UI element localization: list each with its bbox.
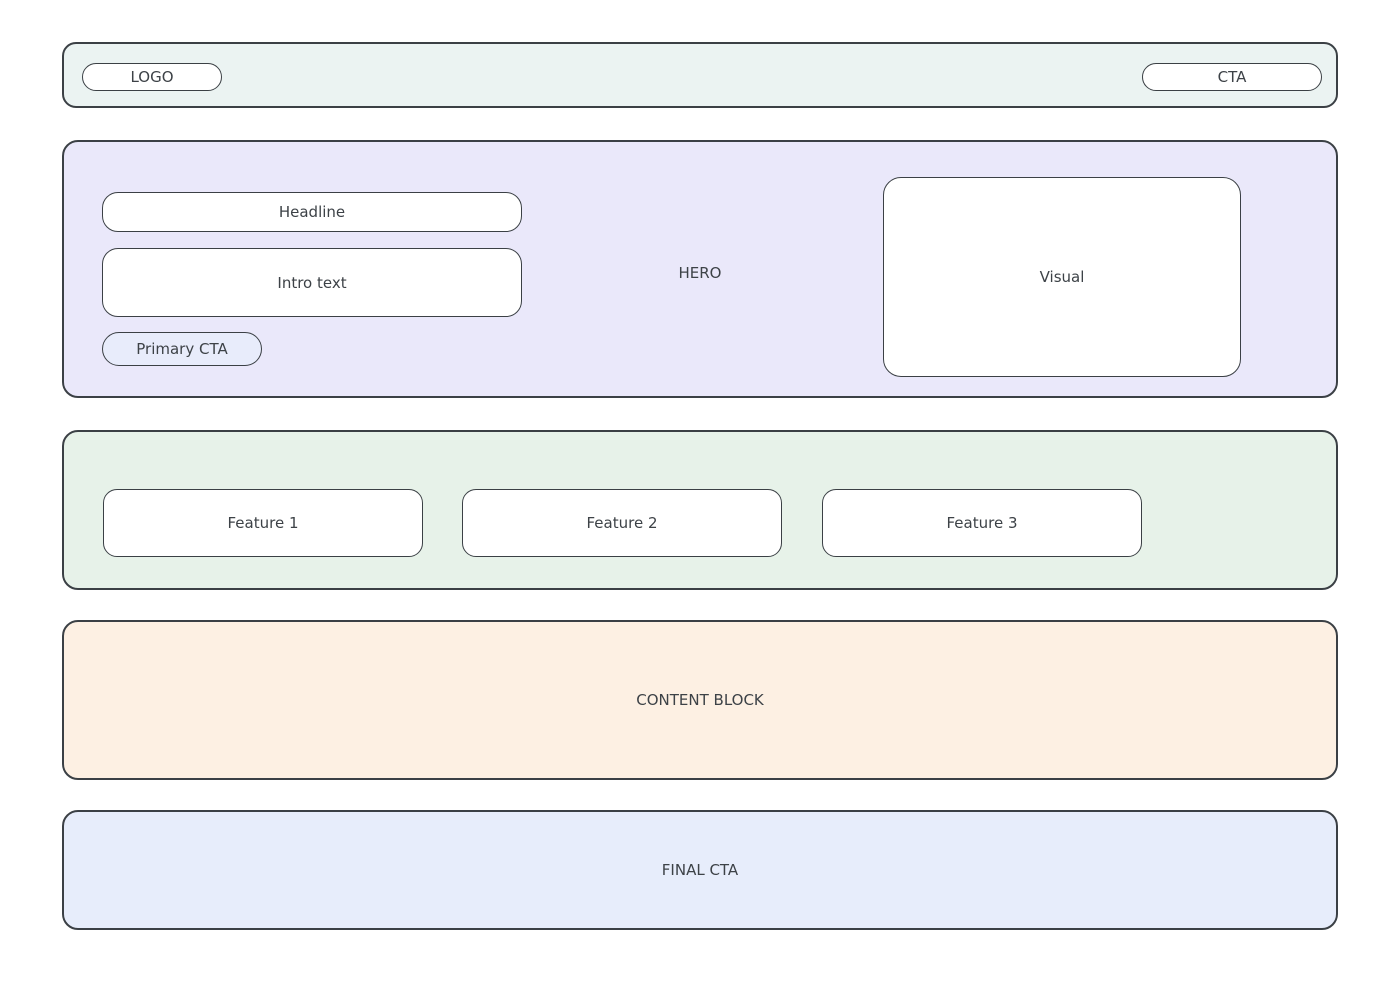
content-block-section: CONTENT BLOCK bbox=[62, 620, 1338, 780]
features-section: Feature 1 Feature 2 Feature 3 bbox=[62, 430, 1338, 590]
feature-1-label: Feature 1 bbox=[227, 514, 299, 532]
intro-text-label: Intro text bbox=[277, 273, 347, 292]
final-cta-label: FINAL CTA bbox=[661, 861, 739, 879]
primary-cta-label: Primary CTA bbox=[136, 340, 228, 358]
hero-section: Headline Intro text Primary CTA HERO Vis… bbox=[62, 140, 1338, 398]
feature-2-label: Feature 2 bbox=[586, 514, 658, 532]
primary-cta-button[interactable]: Primary CTA bbox=[102, 332, 262, 366]
feature-card-2: Feature 2 bbox=[462, 489, 782, 557]
final-cta-section: FINAL CTA bbox=[62, 810, 1338, 930]
headline-label: Headline bbox=[278, 203, 346, 221]
hero-section-label: HERO bbox=[678, 264, 722, 282]
intro-text-box: Intro text bbox=[102, 248, 522, 317]
visual-label: Visual bbox=[1039, 268, 1085, 286]
logo-label: LOGO bbox=[130, 68, 174, 86]
top-bar: LOGO CTA bbox=[62, 42, 1338, 108]
headline-box: Headline bbox=[102, 192, 522, 232]
top-cta-label: CTA bbox=[1217, 68, 1247, 86]
feature-card-1: Feature 1 bbox=[103, 489, 423, 557]
hero-visual-box: Visual bbox=[883, 177, 1241, 377]
top-cta-button[interactable]: CTA bbox=[1142, 63, 1322, 91]
feature-card-3: Feature 3 bbox=[822, 489, 1142, 557]
content-block-label: CONTENT BLOCK bbox=[636, 691, 764, 709]
feature-3-label: Feature 3 bbox=[946, 514, 1018, 532]
logo-pill[interactable]: LOGO bbox=[82, 63, 222, 91]
